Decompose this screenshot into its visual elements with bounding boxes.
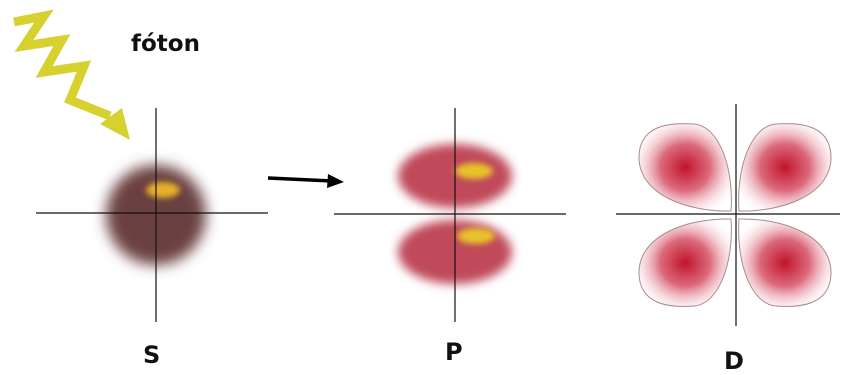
- p-lower-highlight: [457, 228, 495, 244]
- s-orbital: [36, 108, 268, 322]
- photon-icon: [14, 16, 130, 140]
- d-lobe-bottom-left: [639, 219, 731, 306]
- p-orbital-label: P: [445, 340, 463, 364]
- p-upper-highlight: [455, 163, 493, 179]
- d-lobe-bottom-right: [739, 219, 831, 306]
- right-arrow-icon: [268, 174, 344, 188]
- s-highlight: [146, 182, 180, 198]
- d-orbital: [616, 104, 840, 326]
- s-orbital-label: S: [143, 343, 160, 367]
- d-lobe-top-left: [639, 124, 731, 211]
- p-orbital: [334, 108, 566, 322]
- d-orbital-label: D: [724, 349, 744, 373]
- photon-label: fóton: [131, 33, 200, 56]
- d-lobe-top-right: [739, 124, 831, 211]
